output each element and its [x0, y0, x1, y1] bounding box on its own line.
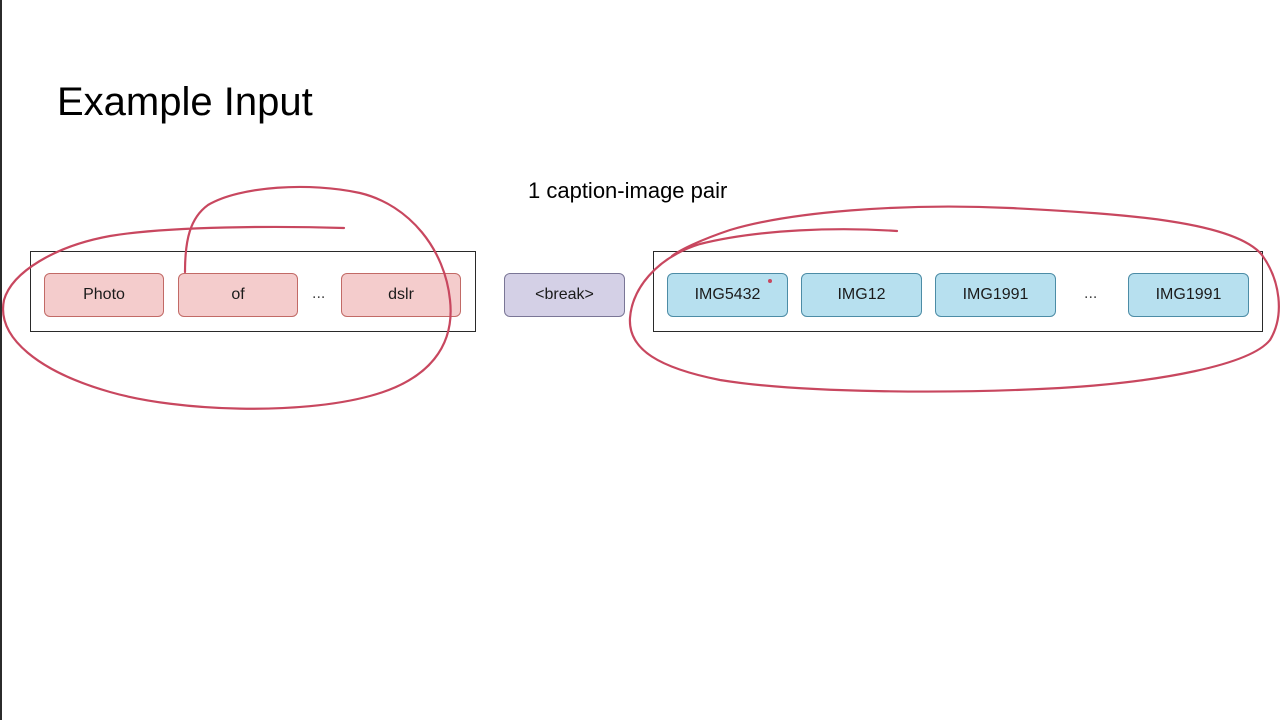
break-token: <break> [504, 273, 625, 317]
image-token-img12: IMG12 [801, 273, 922, 317]
pair-label: 1 caption-image pair [528, 178, 728, 203]
caption-token-photo: Photo [44, 273, 164, 317]
slide-left-edge [0, 0, 2, 720]
image-token-ellipsis: ... [1084, 285, 1098, 302]
caption-token-dslr: dslr [341, 273, 461, 317]
caption-token-of: of [178, 273, 298, 317]
image-token-img1991: IMG1991 [935, 273, 1056, 317]
image-token-img5432: IMG5432 [667, 273, 788, 317]
slide-title: Example Input [57, 80, 313, 124]
caption-token-ellipsis: ... [312, 285, 326, 302]
image-token-img1991-last: IMG1991 [1128, 273, 1249, 317]
